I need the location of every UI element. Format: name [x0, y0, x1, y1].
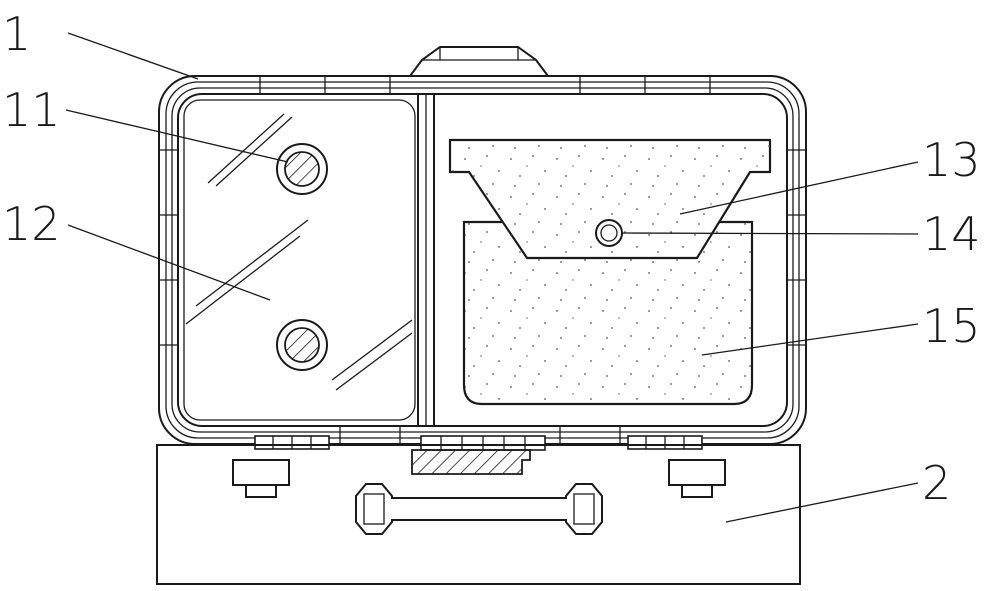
hinge-left: [255, 436, 329, 449]
latch-left: [233, 460, 289, 497]
latch-right: [669, 460, 725, 497]
label-12: 12: [2, 197, 61, 251]
label-13: 13: [922, 133, 981, 187]
carry-handle: [356, 484, 602, 534]
hinge-center: [412, 436, 545, 474]
hinge-right: [628, 436, 702, 449]
label-1: 1: [2, 7, 31, 61]
top-knob: [410, 47, 548, 76]
label-2: 2: [922, 456, 951, 510]
center-button: [596, 220, 622, 246]
center-divider: [418, 94, 434, 426]
label-14: 14: [922, 207, 981, 261]
glass-panel: [184, 100, 415, 420]
knob-upper: [277, 144, 327, 194]
label-15: 15: [922, 299, 981, 353]
knob-lower: [277, 320, 327, 370]
label-11: 11: [2, 83, 61, 137]
